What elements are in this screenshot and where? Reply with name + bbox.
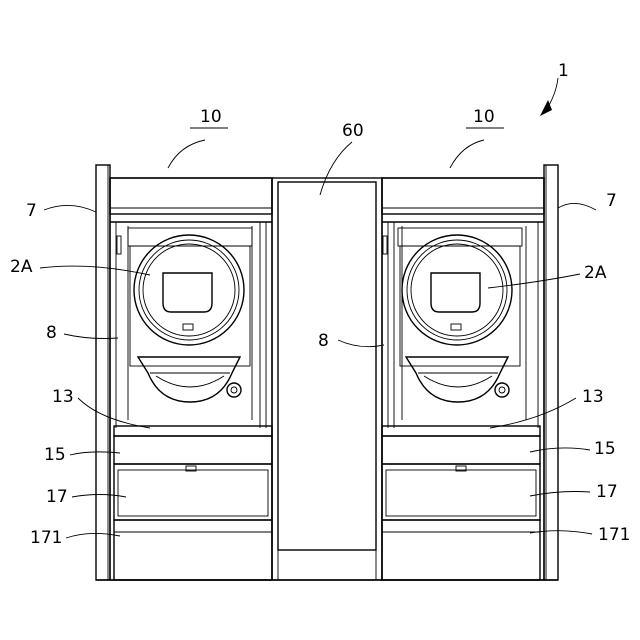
center-column: [272, 178, 382, 580]
label-top-unit-right: 10: [473, 107, 495, 127]
label-drawer-left: 17: [46, 487, 68, 507]
right-base: [382, 520, 540, 580]
right-washer: [398, 228, 522, 402]
left-cabinet: [110, 178, 272, 580]
left-shelf: [114, 426, 272, 436]
left-top-unit: [110, 178, 272, 214]
label-drawer-right: 17: [596, 482, 618, 502]
left-washer: [128, 228, 252, 402]
right-cabinet: [382, 178, 544, 580]
label-shelf-left: 13: [52, 387, 74, 407]
right-side-panel: [544, 165, 558, 580]
left-drawer: [114, 464, 272, 520]
label-panel-right: 15: [594, 439, 616, 459]
label-base-right: 171: [598, 525, 630, 545]
label-side-panel-left: 7: [26, 201, 37, 221]
label-base-left: 171: [30, 528, 62, 548]
label-panel-left: 15: [44, 445, 66, 465]
assembly-arrow: [540, 78, 558, 116]
label-center-column: 60: [342, 121, 364, 141]
label-washer-right: 2A: [584, 263, 607, 283]
label-top-unit-left: 10: [200, 107, 222, 127]
right-drawer: [382, 464, 540, 520]
left-panel: [114, 436, 272, 464]
left-base: [114, 520, 272, 580]
label-washer-left: 2A: [10, 257, 33, 277]
right-top-unit: [382, 178, 544, 214]
left-side-panel: [96, 165, 110, 580]
right-shelf: [382, 426, 540, 436]
right-panel: [382, 436, 540, 464]
label-side-panel-right: 7: [606, 191, 617, 211]
label-frame-left: 8: [46, 323, 57, 343]
label-frame-right: 8: [318, 331, 329, 351]
label-assembly: 1: [558, 61, 569, 81]
label-shelf-right: 13: [582, 387, 604, 407]
